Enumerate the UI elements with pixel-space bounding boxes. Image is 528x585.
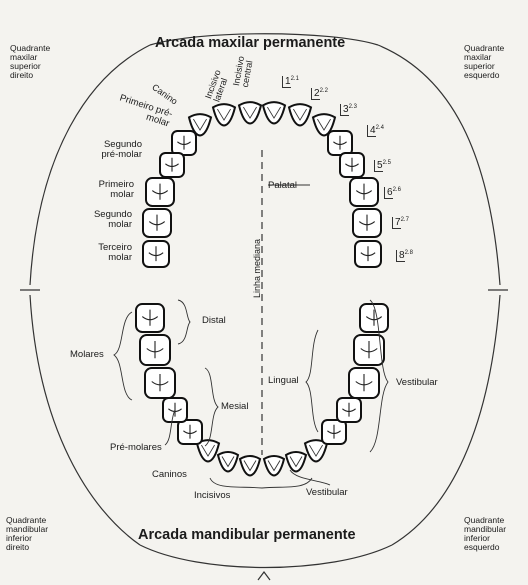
tooth-number-2: 22.2 bbox=[311, 88, 328, 99]
quadrant-upper-right: Quadrante maxilar superior direito bbox=[10, 44, 50, 80]
tooth-number-code: 2.8 bbox=[405, 250, 413, 256]
tooth-number-code: 2.7 bbox=[401, 217, 409, 223]
tooth-number-value: 3 bbox=[340, 104, 349, 116]
label-incisivos: Incisivos bbox=[194, 491, 230, 501]
lower-left-tooth-1 bbox=[264, 456, 284, 476]
lower-right-tooth-8 bbox=[136, 304, 164, 332]
lower-right-tooth-7 bbox=[140, 335, 170, 365]
tooth-number-value: 5 bbox=[374, 160, 383, 172]
lower-left-tooth-5 bbox=[337, 398, 361, 422]
tooth-number-8: 82.8 bbox=[396, 250, 413, 261]
label-lingual: Lingual bbox=[268, 376, 299, 386]
label-caninos: Caninos bbox=[152, 470, 187, 480]
label-linha-mediana: Linha mediana bbox=[252, 239, 262, 298]
tooth-number-3: 32.3 bbox=[340, 104, 357, 115]
tooth-number-value: 6 bbox=[384, 187, 393, 199]
tooth-number-code: 2.6 bbox=[393, 187, 401, 193]
upper-left-tooth-7 bbox=[353, 209, 381, 237]
tooth-number-code: 2.1 bbox=[291, 76, 299, 82]
label-mesial: Mesial bbox=[221, 402, 248, 412]
label-vestibular-bottom: Vestibular bbox=[306, 488, 348, 498]
upper-right-tooth-7 bbox=[143, 209, 171, 237]
label-terceiro-molar: Terceiro molar bbox=[80, 243, 132, 263]
upper-right-tooth-2 bbox=[213, 104, 235, 125]
tooth-number-code: 2.5 bbox=[383, 160, 391, 166]
tooth-number-code: 2.2 bbox=[320, 88, 328, 94]
title-lower-arch: Arcada mandibular permanente bbox=[138, 527, 356, 543]
tooth-number-5: 52.5 bbox=[374, 160, 391, 171]
upper-right-tooth-6 bbox=[146, 178, 174, 206]
lower-left-tooth-2 bbox=[286, 452, 306, 472]
upper-left-tooth-6 bbox=[350, 178, 378, 206]
tooth-number-code: 2.3 bbox=[349, 104, 357, 110]
tooth-number-7: 72.7 bbox=[392, 217, 409, 228]
quadrant-lower-left: Quadrante mandibular inferior esquerdo bbox=[464, 516, 506, 552]
lower-arch-teeth bbox=[136, 304, 388, 476]
upper-right-tooth-1 bbox=[239, 102, 261, 123]
lower-right-tooth-2 bbox=[218, 452, 238, 472]
label-distal: Distal bbox=[202, 316, 226, 326]
label-vestibular-right: Vestibular bbox=[396, 378, 438, 388]
label-segundo-molar: Segundo molar bbox=[80, 210, 132, 230]
brace-incisivos bbox=[210, 478, 312, 488]
brace-molares bbox=[114, 312, 132, 400]
upper-left-tooth-4 bbox=[328, 131, 352, 155]
quadrant-upper-left: Quadrante maxilar superior esquerdo bbox=[464, 44, 504, 80]
brace-distal bbox=[178, 300, 190, 344]
upper-right-tooth-4 bbox=[172, 131, 196, 155]
lower-right-tooth-4 bbox=[178, 420, 202, 444]
label-segundo-pre-molar: Segundo pré-molar bbox=[86, 140, 142, 160]
quadrant-lower-right: Quadrante mandibular inferior direito bbox=[6, 516, 48, 552]
outline-bottom bbox=[140, 545, 392, 568]
tooth-number-4: 42.4 bbox=[367, 125, 384, 136]
label-primeiro-molar: Primeiro molar bbox=[86, 180, 134, 200]
upper-left-tooth-5 bbox=[340, 153, 364, 177]
lower-left-tooth-4 bbox=[322, 420, 346, 444]
brace-lingual bbox=[306, 330, 318, 432]
label-pre-molares: Pré-molares bbox=[110, 443, 162, 453]
upper-arch-teeth bbox=[143, 102, 381, 267]
tooth-number-value: 7 bbox=[392, 217, 401, 229]
upper-left-tooth-2 bbox=[289, 104, 311, 125]
tooth-number-value: 1 bbox=[282, 76, 291, 88]
lower-right-tooth-1 bbox=[240, 456, 260, 476]
tooth-number-6: 62.6 bbox=[384, 187, 401, 198]
lower-right-tooth-6 bbox=[145, 368, 175, 398]
outline-lower bbox=[30, 295, 500, 545]
brace-mesial bbox=[205, 368, 218, 446]
tooth-number-value: 2 bbox=[311, 88, 320, 100]
tooth-number-value: 8 bbox=[396, 250, 405, 262]
label-palatal: Palatal bbox=[268, 181, 297, 191]
lower-left-tooth-6 bbox=[349, 368, 379, 398]
tooth-number-code: 2.4 bbox=[376, 125, 384, 131]
label-molares: Molares bbox=[70, 350, 104, 360]
upper-left-tooth-1 bbox=[263, 102, 285, 123]
upper-left-tooth-8 bbox=[355, 241, 381, 267]
tooth-number-1: 12.1 bbox=[282, 76, 299, 87]
upper-right-tooth-8 bbox=[143, 241, 169, 267]
upper-right-tooth-5 bbox=[160, 153, 184, 177]
lower-left-tooth-8 bbox=[360, 304, 388, 332]
tooth-number-value: 4 bbox=[367, 125, 376, 137]
